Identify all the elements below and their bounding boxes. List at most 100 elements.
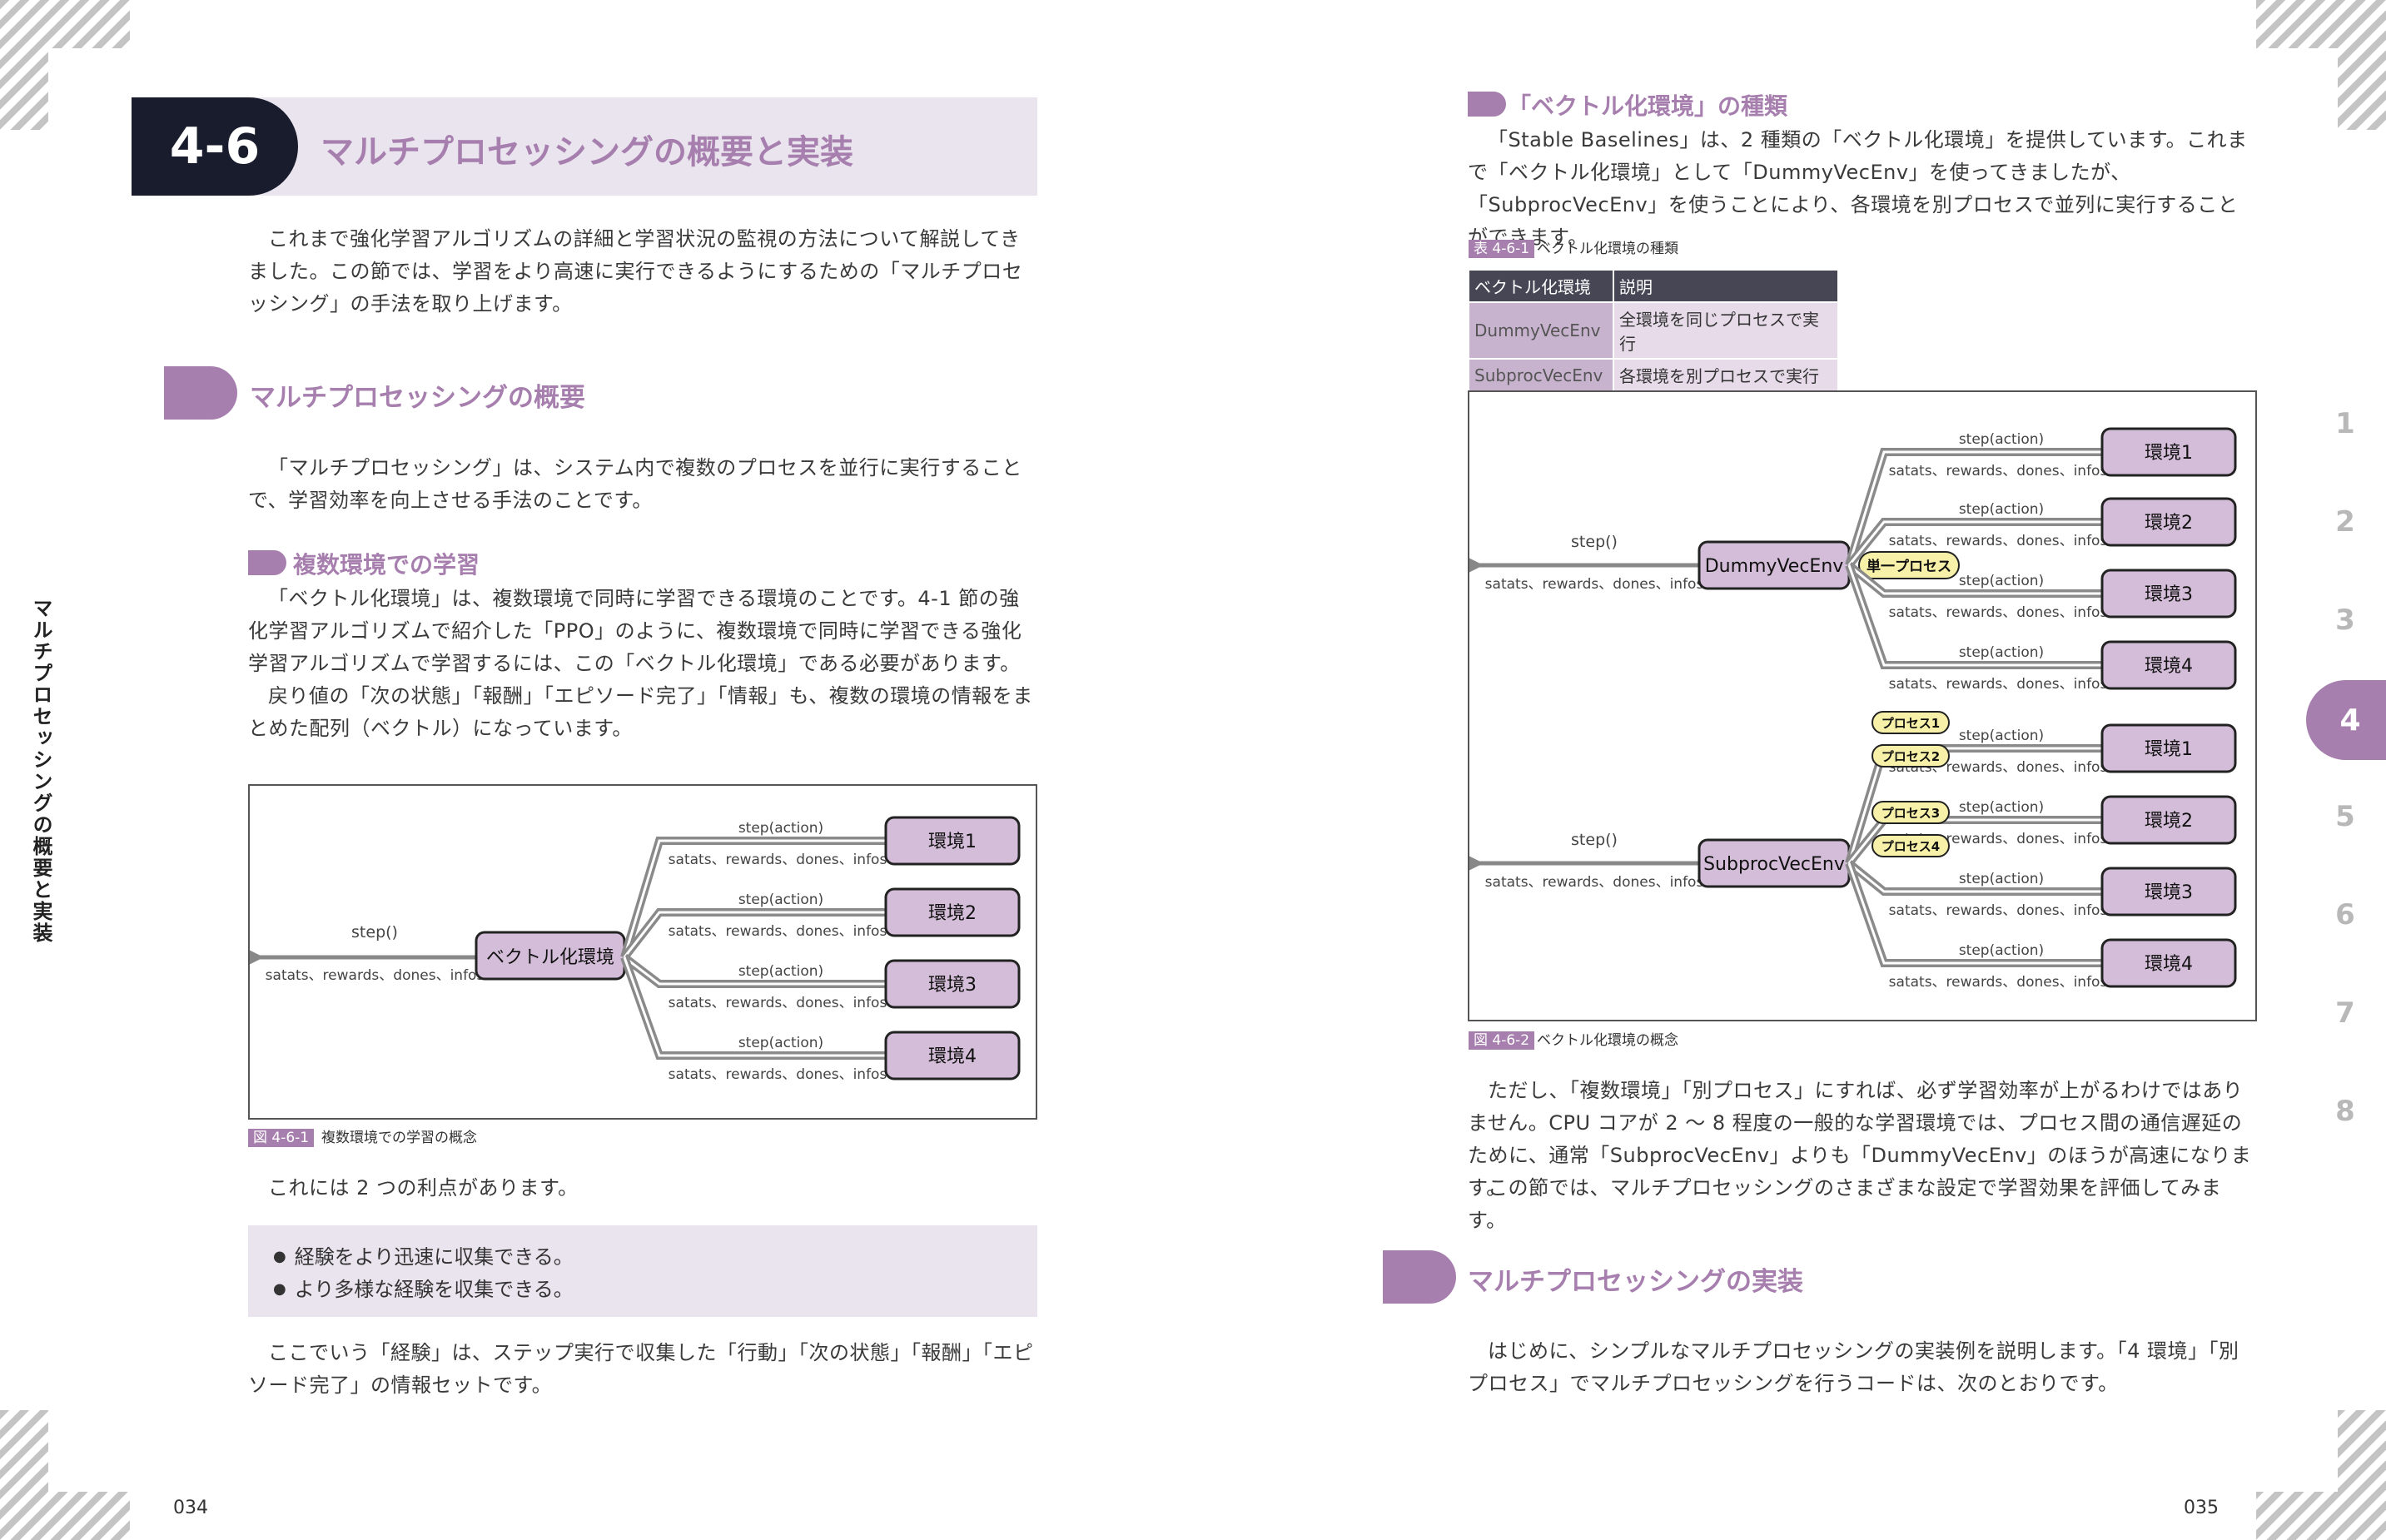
single-process-label: 単一プロセス	[1867, 558, 1951, 575]
subprocvecenv-label: SubprocVecEnv	[1703, 854, 1845, 875]
branch-line-core	[1848, 564, 2102, 595]
paragraph-vectorized-env: 「ベクトル化環境」は、複数環境で同時に学習できる環境のことです。4-1 節の強化…	[248, 587, 1022, 675]
bottom-env-group: 環境1 環境2 環境3 環境4	[2100, 723, 2237, 988]
branch-return-label: satats、rewards、dones、infos	[1889, 902, 2108, 919]
env-label: 環境1	[2145, 443, 2193, 464]
table-header-cell: ベクトル化環境	[1468, 269, 1614, 303]
env-box	[2100, 938, 2237, 988]
branch-group: step(action) satats、rewards、dones、infos st…	[620, 820, 887, 1083]
paragraph-stable-baselines: 「Stable Baselines」は、2 種類の「ベクトル化環境」を提供してい…	[1468, 128, 2248, 249]
branch-line-core	[623, 956, 886, 1057]
env-label: 環境3	[928, 975, 977, 996]
branch-step-label: step(action)	[1959, 728, 2044, 744]
process-badge	[1872, 834, 1950, 857]
top-return-label: satats、rewards、dones、infos	[1485, 576, 1704, 593]
chapter-tab-6[interactable]: 6	[2335, 898, 2355, 931]
figure-multi-env: step() satats、rewards、dones、infos ベクトル化環…	[239, 784, 1037, 1120]
figure-vectorized-env-diagram: step() satats、rewards、dones、infos DummyV…	[1459, 427, 2237, 991]
figure2-caption: ベクトル化環境の概念	[1537, 1032, 1678, 1049]
branch-step-label: step(action)	[1959, 871, 2044, 887]
h2-heading: マルチプロセッシングの概要	[250, 383, 585, 413]
env-box	[2100, 569, 2237, 618]
chapter-tab-8[interactable]: 8	[2335, 1095, 2355, 1128]
branch-step-label: step(action)	[738, 963, 823, 980]
chapter-tab-7[interactable]: 7	[2335, 996, 2355, 1030]
env-box	[2100, 640, 2237, 690]
table-row: DummyVecEnv 全環境を同じプロセスで実行	[1468, 301, 1839, 360]
paragraph-caveat: ただし、「複数環境」「別プロセス」にすれば、必ず学習効率が上がるわけではありませ…	[1468, 1079, 2252, 1200]
branch-line-core	[1847, 450, 2102, 566]
branch-step-label: step(action)	[1959, 573, 2044, 589]
advantages-box	[248, 1225, 1037, 1317]
chapter-tab-3[interactable]: 3	[2335, 604, 2355, 637]
branch-return-label: satats、rewards、dones、infos	[1889, 676, 2108, 693]
branch-return-label: satats、rewards、dones、infos	[669, 995, 887, 1011]
table-caption-tag: 表 4-6-1	[1469, 240, 1535, 258]
chapter-tab-4-active[interactable]: 4	[2306, 680, 2386, 760]
bottom-return-label: satats、rewards、dones、infos	[1485, 874, 1704, 891]
chapter-tab-1[interactable]: 1	[2335, 407, 2355, 440]
branch-step-label: step(action)	[1959, 431, 2044, 448]
process-label: プロセス2	[1881, 749, 1940, 764]
process-label: プロセス1	[1881, 716, 1940, 731]
env-box	[2100, 427, 2237, 477]
table-cell: DummyVecEnv	[1468, 301, 1614, 360]
figure-multi-env-diagram: step() satats、rewards、dones、infos ベクトル化環…	[239, 816, 1021, 1083]
env-box	[2100, 795, 2237, 845]
h2-marker-right	[1383, 1250, 1456, 1304]
h3-marker	[248, 550, 286, 575]
h2-heading-right: マルチプロセッシングの実装	[1468, 1267, 1803, 1297]
left-page: 4-6 マルチプロセッシングの概要と実装 これまで強化学習アルゴリズムの詳細と学…	[0, 0, 1193, 1540]
branch-return-label: satats、rewards、dones、infos	[1889, 604, 2108, 621]
env-label: 環境2	[928, 903, 977, 924]
process-label: プロセス4	[1881, 839, 1940, 854]
figure1-caption: 複数環境での学習の概念	[321, 1130, 477, 1146]
env-box	[884, 1031, 1021, 1080]
branch-line-core	[1847, 564, 2102, 667]
process-badge	[1872, 801, 1950, 824]
env-label: 環境2	[2145, 811, 2193, 832]
bottom-step-label: step()	[1571, 831, 1618, 849]
branch-return-label: satats、rewards、dones、infos	[669, 1066, 887, 1083]
branch-step-label: step(action)	[738, 820, 823, 837]
intro-paragraph: これまで強化学習アルゴリズムの詳細と学習状況の監視の方法について解説してきました…	[248, 227, 1023, 315]
branch-return-label: satats、rewards、dones、infos	[1889, 974, 2108, 991]
branch-return-label: satats、rewards、dones、infos	[669, 852, 887, 868]
process-badge	[1872, 744, 1950, 768]
branch-line-core	[1847, 862, 2102, 965]
branch-step-label: step(action)	[1959, 644, 2044, 661]
env-label: 環境4	[2145, 954, 2193, 975]
branch-step-label: step(action)	[1959, 501, 2044, 518]
return-label: satats、rewards、dones、infos	[266, 967, 485, 984]
env-label: 環境1	[2145, 739, 2193, 760]
env-label: 環境3	[2145, 584, 2193, 605]
side-running-title: マルチプロセッシングの概要と実装	[29, 598, 52, 944]
h3-marker-right	[1468, 92, 1506, 117]
branch-line-core	[623, 839, 886, 958]
h3-heading-right: 「ベクトル化環境」の種類	[1508, 92, 1788, 120]
env-box	[884, 959, 1021, 1009]
env-box	[2100, 723, 2237, 773]
table-cell: SubprocVecEnv	[1468, 358, 1614, 392]
env-box	[2100, 867, 2237, 917]
chapter-tab-2[interactable]: 2	[2335, 505, 2355, 539]
figure2-caption-tag: 図 4-6-2	[1469, 1031, 1535, 1050]
step-label: step()	[351, 923, 398, 941]
dummyvecenv-label: DummyVecEnv	[1705, 556, 1844, 577]
right-page: 「ベクトル化環境」の種類 「Stable Baselines」は、2 種類の「ベ…	[1193, 0, 2386, 1540]
env-box	[2100, 497, 2237, 547]
process-badge	[1872, 711, 1950, 734]
table-row: SubprocVecEnv 各環境を別プロセスで実行	[1468, 358, 1839, 392]
branch-return-label: satats、rewards、dones、infos	[1889, 463, 2108, 479]
vectorized-env-table: ベクトル化環境 説明 DummyVecEnv 全環境を同じプロセスで実行 Sub…	[1468, 269, 1839, 392]
figure-vectorized-env: step() satats、rewards、dones、infos DummyV…	[1459, 390, 2257, 1021]
paragraph-implementation: はじめに、シンプルなマルチプロセッシングの実装例を説明します。「4 環境」「別プ…	[1468, 1339, 2239, 1395]
branch-line-core	[624, 956, 886, 986]
paragraph-advantages: これには 2 つの利点があります。	[268, 1176, 579, 1200]
paragraph-multiprocessing: 「マルチプロセッシング」は、システム内で複数のプロセスを並行に実行することで、学…	[248, 456, 1022, 512]
chapter-tab-5[interactable]: 5	[2335, 800, 2355, 833]
page-number-left: 034	[173, 1498, 208, 1518]
env-label: 環境3	[2145, 882, 2193, 903]
